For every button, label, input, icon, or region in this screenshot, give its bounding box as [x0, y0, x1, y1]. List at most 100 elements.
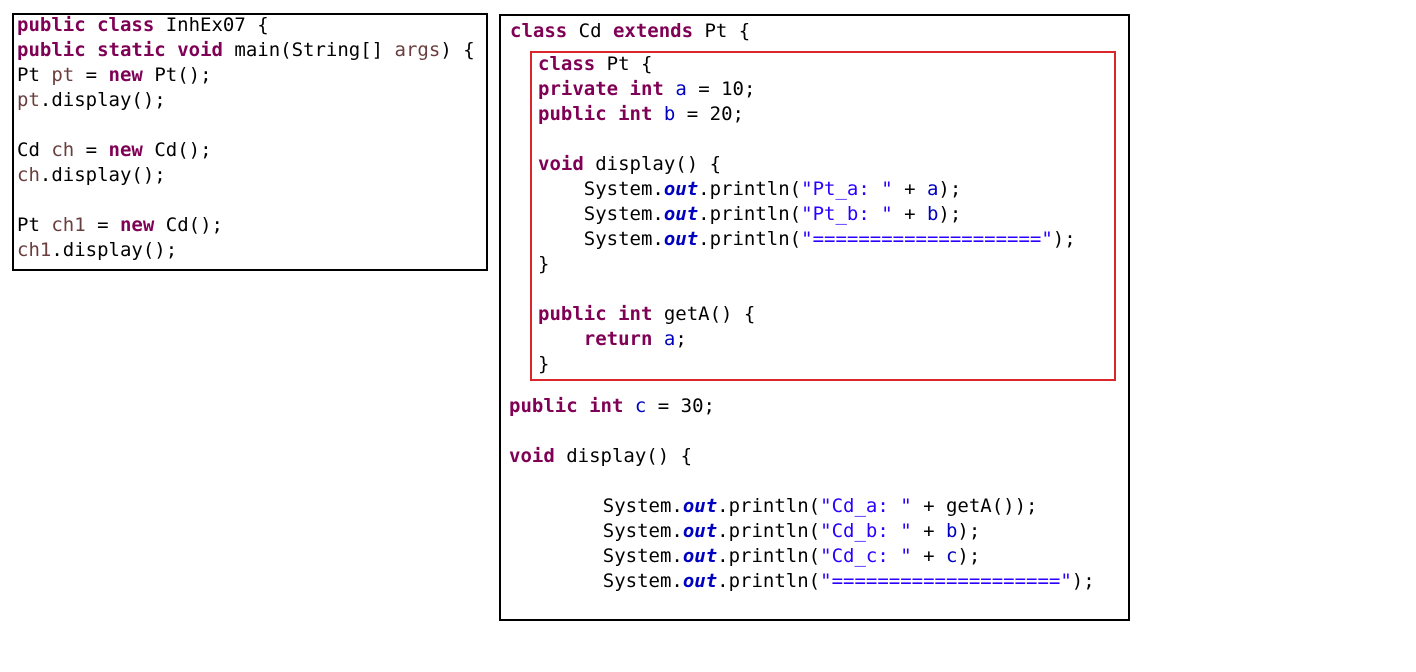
code-token: public: [538, 103, 607, 125]
code-line: return a;: [538, 327, 687, 352]
code-token: out: [663, 178, 699, 200]
code-line: void display() {: [509, 444, 692, 469]
code-token: );: [1052, 228, 1076, 250]
code-token: void: [538, 153, 584, 175]
code-token: extends: [612, 20, 694, 42]
code-token: void: [509, 445, 555, 467]
code-token: = 30;: [646, 395, 715, 417]
code-token: );: [957, 520, 981, 542]
code-token: a: [663, 328, 676, 350]
code-token: = 20;: [675, 103, 744, 125]
code-token: );: [957, 545, 981, 567]
code-line: public int getA() {: [538, 302, 755, 327]
code-token: =: [74, 139, 109, 161]
code-token: pt: [51, 64, 75, 86]
code-token: "Cd_a: ": [820, 495, 912, 517]
code-token: return: [583, 328, 653, 350]
code-token: );: [938, 203, 962, 225]
code-token: public: [509, 395, 578, 417]
code-token: class: [538, 53, 596, 75]
code-token: Cd();: [142, 139, 212, 161]
code-token: out: [682, 570, 718, 592]
code-token: out: [682, 520, 718, 542]
code-token: +: [892, 203, 927, 225]
code-token: );: [938, 178, 962, 200]
code-token: c: [945, 545, 958, 567]
code-line: System.out.println("Cd_c: " + c);: [557, 544, 981, 569]
code-token: pt: [17, 89, 40, 111]
code-token: display() {: [583, 153, 722, 175]
code-line: public int b = 20;: [538, 102, 744, 127]
cd-class-code-panel: class Cd extends Pt {class Pt {private i…: [499, 14, 1130, 621]
code-line: Pt pt = new Pt();: [17, 63, 212, 88]
code-token: Cd: [17, 139, 52, 161]
code-token: [607, 303, 618, 325]
code-token: ch: [17, 164, 40, 186]
code-line: public int c = 30;: [509, 394, 715, 419]
code-token: +: [892, 178, 927, 200]
code-line: void display() {: [538, 152, 721, 177]
code-token: Pt {: [693, 20, 751, 42]
code-line: }: [538, 352, 549, 377]
code-token: [607, 103, 618, 125]
code-token: main(String[]: [222, 39, 395, 61]
code-token: );: [1071, 570, 1095, 592]
code-line: class Cd extends Pt {: [510, 19, 750, 44]
code-token: public: [17, 14, 86, 36]
code-token: [166, 39, 177, 61]
code-token: "====================": [801, 228, 1053, 250]
code-token: public: [538, 303, 607, 325]
code-token: .display();: [39, 89, 166, 111]
code-token: "Cd_c: ": [820, 545, 912, 567]
code-token: System.: [557, 520, 683, 542]
code-line: ch1.display();: [17, 238, 177, 263]
code-token: private: [538, 78, 619, 100]
code-token: Pt: [17, 214, 52, 236]
code-line: pt.display();: [17, 88, 166, 113]
code-token: Cd();: [154, 214, 223, 236]
code-line: Cd ch = new Cd();: [17, 138, 212, 163]
code-token: args: [394, 39, 441, 61]
code-token: =: [74, 64, 109, 86]
code-token: class: [510, 20, 568, 42]
code-token: System.: [538, 228, 664, 250]
code-token: Pt {: [595, 53, 653, 75]
code-token: ;: [675, 328, 687, 350]
code-token: int: [618, 303, 653, 325]
code-token: }: [538, 253, 550, 275]
code-token: int: [618, 103, 653, 125]
code-token: ch1: [17, 239, 52, 261]
code-token: = 10;: [686, 78, 756, 100]
code-line: Pt ch1 = new Cd();: [17, 213, 223, 238]
code-token: "Pt_a: ": [801, 178, 893, 200]
code-token: c: [634, 395, 647, 417]
code-token: int: [629, 78, 664, 100]
code-token: public: [17, 39, 86, 61]
code-token: void: [177, 39, 223, 61]
code-line: class Pt {: [538, 52, 652, 77]
code-token: "Pt_b: ": [801, 203, 893, 225]
code-line: System.out.println("Pt_b: " + b);: [538, 202, 962, 227]
code-token: System.: [557, 545, 683, 567]
code-token: System.: [538, 203, 664, 225]
code-line: System.out.println("Pt_a: " + a);: [538, 177, 962, 202]
code-token: int: [589, 395, 624, 417]
code-token: .println(: [717, 545, 821, 567]
code-token: [86, 14, 97, 36]
code-token: =: [85, 214, 120, 236]
code-token: out: [682, 495, 718, 517]
code-token: [86, 39, 97, 61]
code-token: display() {: [554, 445, 693, 467]
code-token: System.: [538, 178, 664, 200]
code-token: getA() {: [652, 303, 756, 325]
code-token: .println(: [717, 520, 821, 542]
code-token: out: [663, 203, 699, 225]
code-token: .println(: [698, 228, 802, 250]
code-line: System.out.println("Cd_b: " + b);: [557, 519, 981, 544]
code-token: InhEx07 {: [154, 14, 269, 36]
code-token: Pt: [17, 64, 52, 86]
code-token: out: [682, 545, 718, 567]
code-token: new: [108, 64, 143, 86]
code-token: [652, 103, 663, 125]
code-token: [538, 328, 584, 350]
